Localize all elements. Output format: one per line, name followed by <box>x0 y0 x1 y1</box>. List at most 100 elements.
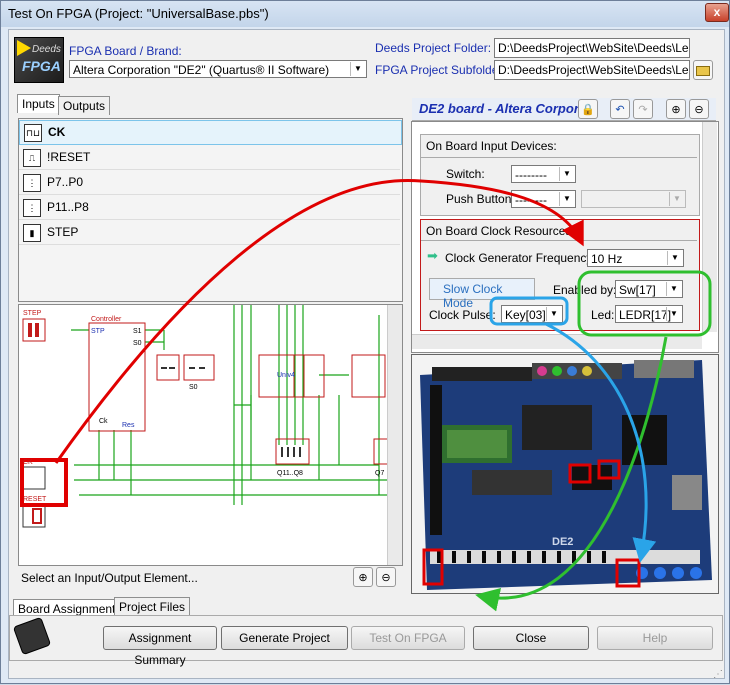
project-folder-field[interactable]: D:\DeedsProject\WebSite\Deeds\Lear <box>494 38 690 58</box>
subfolder-field[interactable]: D:\DeedsProject\WebSite\Deeds\Lear <box>494 60 690 80</box>
schematic-label-s1: S1 <box>133 328 142 335</box>
list-item-label: STEP <box>47 225 79 239</box>
push-button-secondary-select[interactable]: ▼ <box>581 190 686 208</box>
schematic-label-reset-in: RESET <box>23 496 47 503</box>
schematic-label-controller: Controller <box>91 316 122 323</box>
input-devices-group: On Board Input Devices: Switch: --------… <box>420 134 700 216</box>
chevron-down-icon: ▼ <box>559 167 574 181</box>
board-config-hscrollbar[interactable] <box>412 334 702 349</box>
arrow-right-icon: ➡ <box>427 248 438 263</box>
led-select[interactable]: LEDR[17] ▼ <box>615 305 683 323</box>
slow-clock-mode-tab[interactable]: Slow Clock Mode <box>429 278 535 310</box>
led-label: Led: <box>591 308 615 322</box>
zoom-in-icon: ⊕ <box>671 104 681 116</box>
logo-text-top: Deeds <box>32 44 61 55</box>
fpga-board-label: FPGA Board / Brand: <box>69 44 182 58</box>
enabled-by-value: Sw[17] <box>619 283 656 297</box>
chevron-down-icon: ▼ <box>666 282 681 296</box>
close-button[interactable]: Close <box>473 626 589 650</box>
window-close-button[interactable]: x <box>705 3 729 22</box>
reset-icon: ⎍ <box>23 149 41 167</box>
clock-pulse-select[interactable]: Key[03] ▼ <box>501 305 563 323</box>
clock-resources-title: On Board Clock Resources: <box>426 224 575 238</box>
push-button-label: Push Button: <box>446 192 515 206</box>
help-button[interactable]: Help <box>597 626 713 650</box>
zoom-out-button[interactable]: ⊖ <box>376 567 396 587</box>
title-bar: Test On FPGA (Project: "UniversalBase.pb… <box>1 1 729 27</box>
enabled-by-select[interactable]: Sw[17] ▼ <box>615 280 683 298</box>
step-icon: ▮ <box>23 224 41 242</box>
chevron-down-icon: ▼ <box>546 307 561 321</box>
clock-pulse-value: Key[03] <box>505 308 546 322</box>
led-value: LEDR[17] <box>619 308 672 322</box>
undo-button[interactable]: ↶ <box>610 99 630 119</box>
generate-project-button[interactable]: Generate Project <box>221 626 348 650</box>
board-zoom-in-button[interactable]: ⊕ <box>666 99 686 119</box>
tab-outputs[interactable]: Outputs <box>58 96 111 115</box>
subfolder-label: FPGA Project Subfolder: <box>375 63 506 77</box>
board-config-scrollbar[interactable] <box>702 122 717 332</box>
list-item-label: CK <box>48 125 66 139</box>
schematic-label-q11q8: Q11..Q8 <box>277 470 303 477</box>
fpga-board-value: Altera Corporation "DE2" (Quartus® II So… <box>73 63 330 77</box>
board-image-label: DE2 <box>552 536 573 548</box>
assignment-summary-button[interactable]: Assignment Summary <box>103 626 217 667</box>
zoom-out-icon: ⊖ <box>381 572 391 584</box>
schematic-label-ck: Ck <box>99 418 108 425</box>
schematic-label-step: STEP <box>23 310 42 317</box>
lock-button[interactable]: 🔒 <box>578 99 598 119</box>
clock-freq-label: Clock Generator Frequency: <box>445 251 596 265</box>
project-folder-label: Deeds Project Folder: <box>375 41 492 55</box>
list-item-p7-p0[interactable]: ⋮ P7..P0 <box>19 171 400 195</box>
zoom-in-button[interactable]: ⊕ <box>353 567 373 587</box>
schematic-label-s0: S0 <box>133 340 142 347</box>
open-folder-button[interactable] <box>693 60 713 80</box>
inputs-list: ⊓⊔ CK ⎍ !RESET ⋮ P7..P0 ⋮ P11..P8 ▮ STEP <box>18 118 403 302</box>
port-icon: ⋮ <box>23 199 41 217</box>
chevron-down-icon: ▼ <box>666 307 681 321</box>
clock-freq-select[interactable]: 10 Hz ▼ <box>587 249 684 267</box>
resize-grip[interactable]: ⋰ <box>713 669 723 680</box>
chevron-down-icon: ▼ <box>667 251 682 265</box>
chevron-down-icon: ▼ <box>669 192 684 206</box>
tab-board-assignments[interactable]: Board Assignments <box>13 599 127 618</box>
chevron-down-icon: ▼ <box>559 192 574 206</box>
zoom-out-icon: ⊖ <box>694 104 704 116</box>
list-item-label: !RESET <box>47 150 91 164</box>
schematic-label-res: Res <box>122 422 135 429</box>
board-zoom-out-button[interactable]: ⊖ <box>689 99 709 119</box>
lock-icon: 🔒 <box>581 104 595 116</box>
switch-value: -------- <box>515 168 547 182</box>
deeds-fpga-logo-icon: Deeds FPGA <box>14 37 64 83</box>
slow-clock-mode-label: Slow Clock Mode <box>443 282 503 310</box>
folder-icon <box>696 66 710 76</box>
clock-resources-group: On Board Clock Resources: ➡ Clock Genera… <box>420 219 700 331</box>
list-item-label: P11..P8 <box>47 200 89 214</box>
schematic-scrollbar[interactable] <box>387 305 402 565</box>
schematic-label-q7: Q7 <box>375 470 384 477</box>
port-icon: ⋮ <box>23 174 41 192</box>
schematic-label-ck-in: CK <box>23 459 33 466</box>
schematic-view[interactable]: STEP Controller STP S1 S0 Ck Res S0 Univ… <box>18 304 403 566</box>
redo-button[interactable]: ↷ <box>633 99 653 119</box>
list-item-label: P7..P0 <box>47 175 84 189</box>
list-item-p11-p8[interactable]: ⋮ P11..P8 <box>19 196 400 220</box>
list-item-reset[interactable]: ⎍ !RESET <box>19 146 400 170</box>
de2-board-image[interactable]: DE2 <box>411 354 719 594</box>
clock-icon: ⊓⊔ <box>24 124 42 142</box>
fpga-board-select[interactable]: Altera Corporation "DE2" (Quartus® II So… <box>69 60 367 78</box>
switch-label: Switch: <box>446 167 485 181</box>
list-item-step[interactable]: ▮ STEP <box>19 221 400 245</box>
redo-icon: ↷ <box>638 104 648 116</box>
list-item-ck[interactable]: ⊓⊔ CK <box>19 120 402 145</box>
schematic-label-univ: Univ4 <box>277 372 295 379</box>
test-on-fpga-button[interactable]: Test On FPGA <box>351 626 465 650</box>
clock-pulse-label: Clock Pulse: <box>429 308 496 322</box>
tab-project-files[interactable]: Project Files <box>114 597 191 616</box>
status-text: Select an Input/Output Element... <box>21 571 198 585</box>
switch-select[interactable]: -------- ▼ <box>511 165 576 183</box>
clock-freq-value: 10 Hz <box>591 252 623 266</box>
schematic-drawing: STEP Controller STP S1 S0 Ck Res S0 Univ… <box>20 305 402 528</box>
